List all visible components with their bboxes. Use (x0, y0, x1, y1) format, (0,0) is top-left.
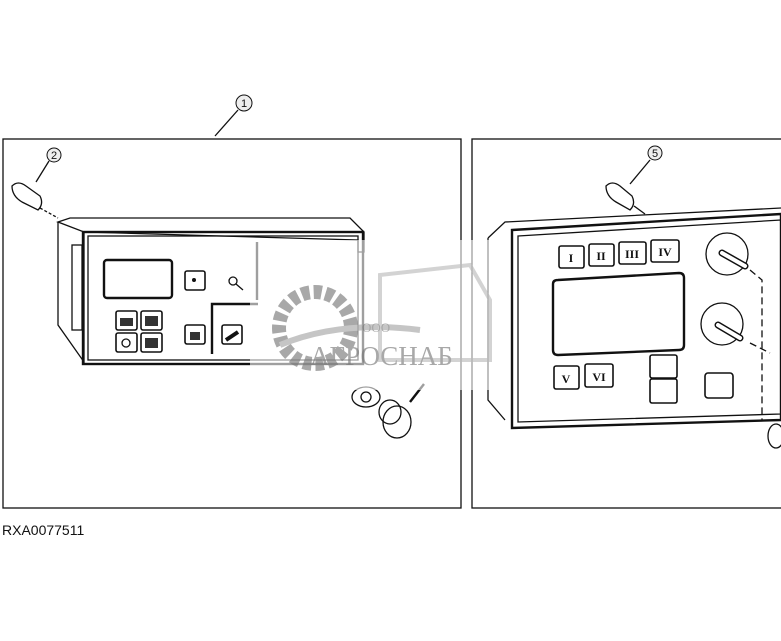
watermark-name: АГРОСНАБ (310, 341, 453, 371)
watermark-prefix: ООО (362, 320, 390, 335)
callout-5-label: 5 (652, 148, 658, 160)
indicator-lamp (228, 276, 238, 286)
mode-button-3-label: III (625, 247, 639, 261)
mode-button-5[interactable] (553, 365, 580, 390)
top-mode-buttons: I II III IV (558, 239, 680, 269)
callout-1: 1 (214, 94, 253, 137)
knob-assembly (351, 383, 425, 439)
callout-5: 5 (629, 145, 663, 185)
left-display (102, 258, 174, 300)
dial-upper[interactable] (705, 232, 749, 276)
set-button-up[interactable] (649, 354, 678, 379)
callout-1-label: 1 (241, 98, 247, 110)
mode-button-2[interactable] (588, 243, 615, 267)
callout-2: 2 (35, 147, 62, 183)
mode-button-1[interactable] (558, 245, 585, 269)
right-display (551, 271, 686, 357)
agrosnab-watermark-logo: ООО АГРОСНАБ (250, 240, 510, 390)
fastener-left (11, 182, 59, 219)
dial-lower[interactable] (700, 302, 744, 346)
mode-button-6[interactable] (584, 363, 614, 388)
mode-button-5-label: V (562, 372, 571, 386)
right-control-panel: I II III IV V VI (487, 207, 781, 449)
mode-button-3[interactable] (618, 241, 647, 265)
left-button-3[interactable] (115, 332, 138, 353)
mode-button-4[interactable] (650, 239, 680, 263)
mode-button-6-label: VI (592, 370, 606, 384)
fastener-right (605, 182, 646, 215)
lock-button[interactable] (704, 372, 734, 399)
mode-button-2-label: II (596, 249, 606, 263)
figure-id: RXA0077511 (2, 522, 85, 538)
mode-button-1-label: I (569, 251, 574, 265)
callout-2-label: 2 (51, 150, 57, 162)
mode-button-4-label: IV (658, 245, 672, 259)
set-button-down[interactable] (649, 378, 678, 404)
